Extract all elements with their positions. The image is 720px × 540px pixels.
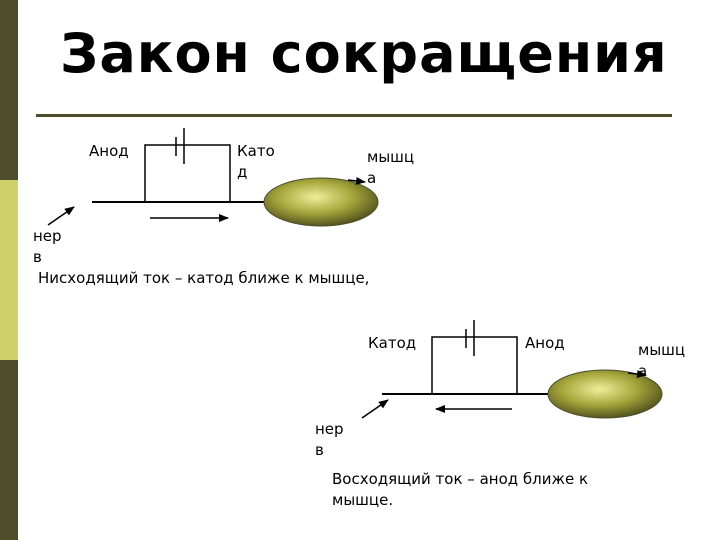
nerve-label-line2: в bbox=[33, 248, 42, 266]
nerve-pointer-arrow bbox=[47, 206, 75, 226]
sidebar-decoration bbox=[0, 0, 18, 540]
sidebar-segment-bottom bbox=[0, 360, 18, 540]
nerve-label-line2: в bbox=[315, 441, 324, 459]
muscle-pointer-arrow bbox=[627, 370, 647, 378]
nerve-label-line1: нер bbox=[33, 227, 62, 245]
muscle-ellipse bbox=[263, 177, 379, 227]
anode-label: Анод bbox=[525, 334, 565, 352]
cathode-label-line2: д bbox=[237, 163, 248, 181]
slide-title: Закон сокращения bbox=[60, 22, 668, 85]
cathode-label-line1: Като bbox=[237, 142, 275, 160]
muscle-label-line2: а bbox=[367, 169, 377, 187]
caption-descending-current: Нисходящий ток – катод ближе к мышце, bbox=[38, 269, 370, 287]
nerve-label-line1: нер bbox=[315, 420, 344, 438]
title-underline bbox=[36, 114, 672, 117]
diagram-top bbox=[47, 128, 379, 227]
cathode-label: Катод bbox=[368, 334, 417, 352]
diagram-bottom bbox=[361, 320, 663, 419]
caption-ascending-current: Восходящий ток – анод ближе к мышце. bbox=[332, 470, 589, 509]
anode-label: Анод bbox=[89, 142, 129, 160]
sidebar-segment-top bbox=[0, 0, 18, 180]
nerve-pointer-arrow bbox=[361, 399, 389, 419]
sidebar-segment-middle bbox=[0, 180, 18, 360]
muscle-ellipse bbox=[547, 369, 663, 419]
muscle-label-line1: мышц bbox=[367, 148, 415, 166]
muscle-label-line1: мышц bbox=[638, 341, 686, 359]
circuit-wire bbox=[144, 144, 231, 202]
muscle-label-line2: а bbox=[638, 362, 648, 380]
muscle-pointer-arrow bbox=[347, 176, 366, 185]
